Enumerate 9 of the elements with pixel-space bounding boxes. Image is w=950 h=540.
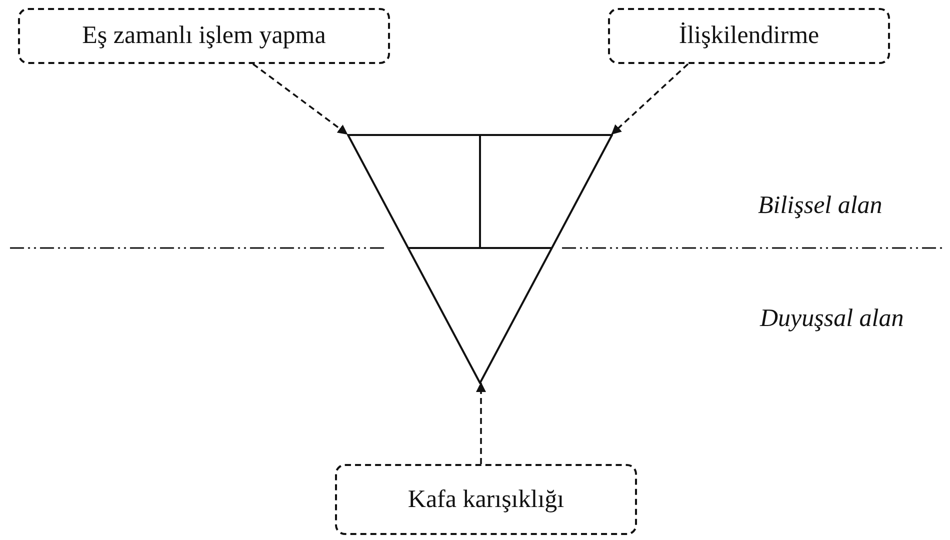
arrow (252, 63, 348, 135)
area-label: Duyuşsal alan (760, 305, 904, 333)
callout-box: İlişkilendirme (608, 8, 890, 64)
triangle-drawing (347, 134, 613, 384)
arrow (611, 63, 689, 135)
callout-box: Eş zamanlı işlem yapma (18, 8, 390, 64)
callout-box: Kafa karışıklığı (335, 464, 637, 535)
area-label: Bilişsel alan (758, 192, 882, 220)
arrow (476, 382, 486, 464)
